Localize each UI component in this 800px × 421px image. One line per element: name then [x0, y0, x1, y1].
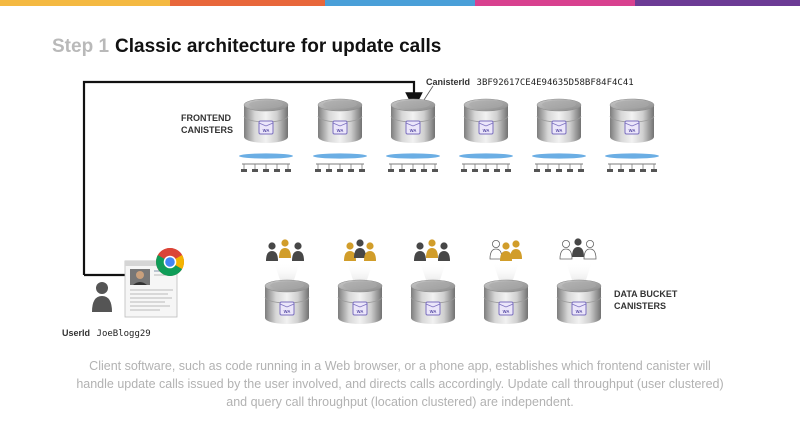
- data-bucket-group-3: [410, 239, 456, 325]
- canister-id-key: CanisterId: [426, 77, 471, 87]
- user-id-label: UserId JoeBlogg29: [62, 327, 151, 340]
- top-bar-segment-blue: [325, 0, 475, 6]
- bucket-canister-2: [337, 279, 383, 325]
- network-1: [238, 152, 294, 173]
- step-number: Step 1: [52, 36, 110, 57]
- user-id-key: UserId: [62, 328, 91, 338]
- network-2: [312, 152, 368, 173]
- top-bar-segment-purple: [635, 0, 800, 6]
- chrome-logo-icon: [156, 248, 184, 276]
- top-color-bar: [0, 0, 800, 6]
- frontend-canister-2: [317, 98, 363, 144]
- data-bucket-group-4: [483, 239, 529, 325]
- frontend-canisters: [243, 98, 655, 144]
- bucket-canister-3: [410, 279, 456, 325]
- frontend-canister-1: [243, 98, 289, 144]
- frontend-label-line2: CANISTERS: [181, 125, 234, 135]
- client-browser-window: [124, 260, 178, 318]
- frontend-canister-6: [609, 98, 655, 144]
- network-4: [458, 152, 514, 173]
- data-bucket-group-5: [556, 238, 602, 325]
- user-avatar-icon: [92, 282, 112, 312]
- top-bar-segment-orange: [170, 0, 325, 6]
- network-5: [531, 152, 587, 173]
- bucket-canister-1: [264, 279, 310, 325]
- top-bar-segment-yellow: [0, 0, 170, 6]
- user-id-value: JoeBlogg29: [96, 329, 151, 339]
- frontend-canister-3: [390, 98, 436, 144]
- databucket-label-line1: DATA BUCKET: [614, 289, 678, 299]
- canister-id-label: CanisterId 3BF92617CE4E94635D58BF84F4C41: [426, 76, 634, 89]
- frontend-canister-5: [536, 98, 582, 144]
- bucket-canister-4: [483, 279, 529, 325]
- databucket-label: DATA BUCKET CANISTERS: [614, 288, 677, 312]
- title-text: Classic architecture for update calls: [115, 36, 442, 57]
- frontend-canister-4: [463, 98, 509, 144]
- bucket-canister-5: [556, 279, 602, 325]
- network-3: [385, 152, 441, 173]
- network-6: [604, 152, 660, 173]
- data-bucket-group-2: [337, 239, 383, 325]
- update-call-arrow: [82, 80, 423, 275]
- data-bucket-group-1: [264, 239, 310, 325]
- frontend-label-line1: FRONTEND: [181, 113, 231, 123]
- databucket-label-line2: CANISTERS: [614, 301, 667, 311]
- top-bar-segment-pink: [475, 0, 635, 6]
- canister-id-value: 3BF92617CE4E94635D58BF84F4C41: [476, 78, 634, 88]
- frontend-networks: [238, 152, 660, 173]
- frontend-label: FRONTEND CANISTERS: [181, 112, 233, 136]
- caption: Client software, such as code running in…: [76, 359, 724, 409]
